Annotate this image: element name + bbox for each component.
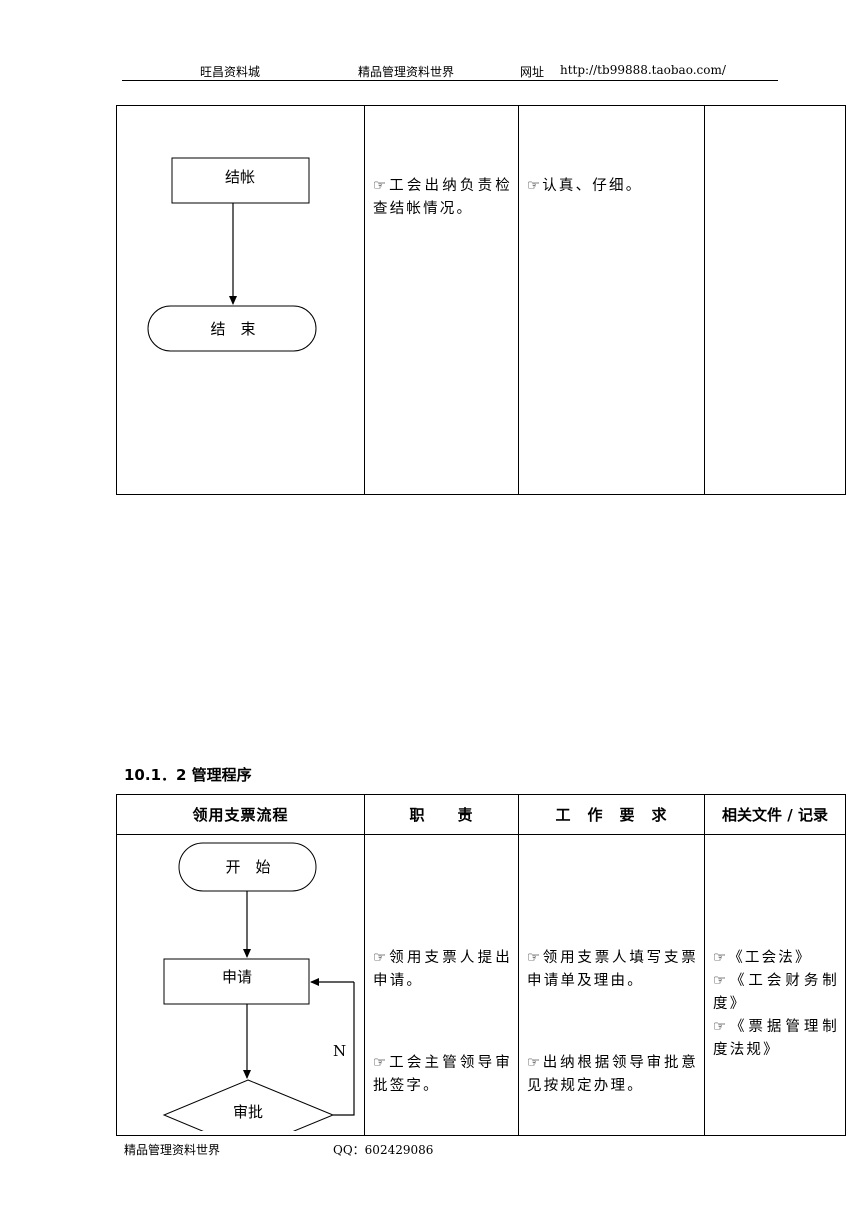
settle-box bbox=[171, 157, 310, 204]
column-header-documents: 相关文件 / 记录 bbox=[704, 794, 846, 835]
apply-box bbox=[163, 958, 310, 1005]
bottom-requirement-cell: ☞领用支票人填写支票申请单及理由。 ☞出纳根据领导审批意见按规定办理。 bbox=[518, 834, 705, 1136]
column-header-requirement: 工 作 要 求 bbox=[518, 794, 705, 835]
top-requirement-cell: ☞认真、仔细。 bbox=[518, 105, 705, 495]
top-duty-cell: ☞工会出纳负责检查结帐情况。 bbox=[364, 105, 519, 495]
section-title: 10.1．2 管理程序 bbox=[124, 766, 252, 784]
documents-list: ☞《工会法》 ☞《工会财务制度》 ☞《票据管理制度法规》 bbox=[705, 835, 845, 1062]
top-flowchart: 结帐 结 束 bbox=[147, 157, 317, 352]
header-shop-name: 旺昌资料城 bbox=[200, 65, 261, 79]
document-bill-management-regulations: ☞《票据管理制度法规》 bbox=[713, 1019, 839, 1058]
requirement-approve-text: ☞出纳根据领导审批意见按规定办理。 bbox=[527, 1055, 698, 1094]
approve-diamond-label: 审批 bbox=[233, 1103, 263, 1121]
flow-return-line bbox=[333, 982, 355, 1116]
header-url-link[interactable]: http://tb99888.taobao.com/ bbox=[560, 63, 726, 77]
top-process-table: 结帐 结 束 ☞工会出纳负责检查结帐情况。 ☞认真、仔细。 bbox=[116, 105, 846, 495]
header-slogan: 精品管理资料世界 bbox=[358, 65, 455, 79]
document-union-finance-system: ☞《工会财务制度》 bbox=[713, 973, 839, 1012]
no-branch-label: N bbox=[333, 1042, 346, 1060]
top-flow-cell: 结帐 结 束 bbox=[116, 105, 365, 495]
start-terminal-label: 开 始 bbox=[225, 858, 270, 876]
end-terminal bbox=[147, 305, 317, 352]
requirement-apply-text: ☞领用支票人填写支票申请单及理由。 bbox=[527, 950, 698, 989]
header-divider bbox=[122, 80, 778, 81]
bottom-duty-cell: ☞领用支票人提出申请。 ☞工会主管领导审批签字。 bbox=[364, 834, 519, 1136]
column-header-flow: 领用支票流程 bbox=[116, 794, 365, 835]
bottom-flow-cell: 开 始 申请 审批 N bbox=[116, 834, 365, 1151]
bottom-documents-cell: ☞《工会法》 ☞《工会财务制度》 ☞《票据管理制度法规》 bbox=[704, 834, 846, 1136]
footer-qq: QQ：602429086 bbox=[333, 1143, 434, 1157]
cheque-flowchart: 开 始 申请 审批 N bbox=[162, 842, 355, 1151]
top-requirement-text: ☞认真、仔细。 bbox=[527, 178, 643, 194]
top-duty-text: ☞工会出纳负责检查结帐情况。 bbox=[373, 178, 512, 217]
duty-apply-text: ☞领用支票人提出申请。 bbox=[373, 950, 512, 989]
cheque-procedure-table: 领用支票流程 职 责 工 作 要 求 相关文件 / 记录 开 始 申请 审批 bbox=[116, 794, 846, 1151]
header-url-label: 网址 bbox=[520, 65, 545, 79]
footer-slogan: 精品管理资料世界 bbox=[124, 1143, 221, 1157]
duty-approve-text: ☞工会主管领导审批签字。 bbox=[373, 1055, 512, 1094]
column-header-duty: 职 责 bbox=[364, 794, 519, 835]
document-union-law: ☞《工会法》 bbox=[713, 950, 812, 966]
top-documents-cell bbox=[704, 105, 846, 495]
end-terminal-label: 结 束 bbox=[210, 320, 255, 338]
settle-box-label: 结帐 bbox=[225, 168, 255, 186]
apply-box-label: 申请 bbox=[222, 968, 252, 986]
top-documents-text bbox=[705, 106, 845, 112]
